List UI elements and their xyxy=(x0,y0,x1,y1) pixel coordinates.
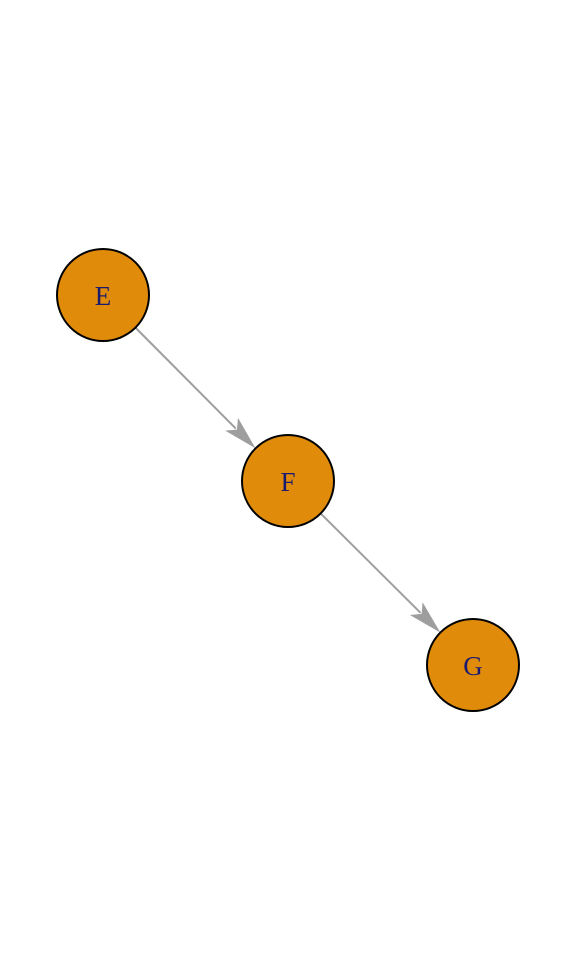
arrowhead-F-G xyxy=(409,602,441,633)
node-G: G xyxy=(426,618,520,712)
node-label-G: G xyxy=(463,651,483,681)
node-label-E: E xyxy=(95,281,112,311)
edge-F-G xyxy=(319,512,422,614)
node-circle-F xyxy=(241,434,335,528)
node-F: F xyxy=(241,434,335,528)
nodes-layer: E F G xyxy=(56,248,520,712)
node-circle-G xyxy=(426,618,520,712)
edge-E-F xyxy=(134,326,237,430)
node-E: E xyxy=(56,248,150,342)
arrowhead-E-F xyxy=(225,417,256,449)
node-circle-E xyxy=(56,248,150,342)
node-label-F: F xyxy=(280,467,295,497)
edges-layer xyxy=(134,326,441,633)
